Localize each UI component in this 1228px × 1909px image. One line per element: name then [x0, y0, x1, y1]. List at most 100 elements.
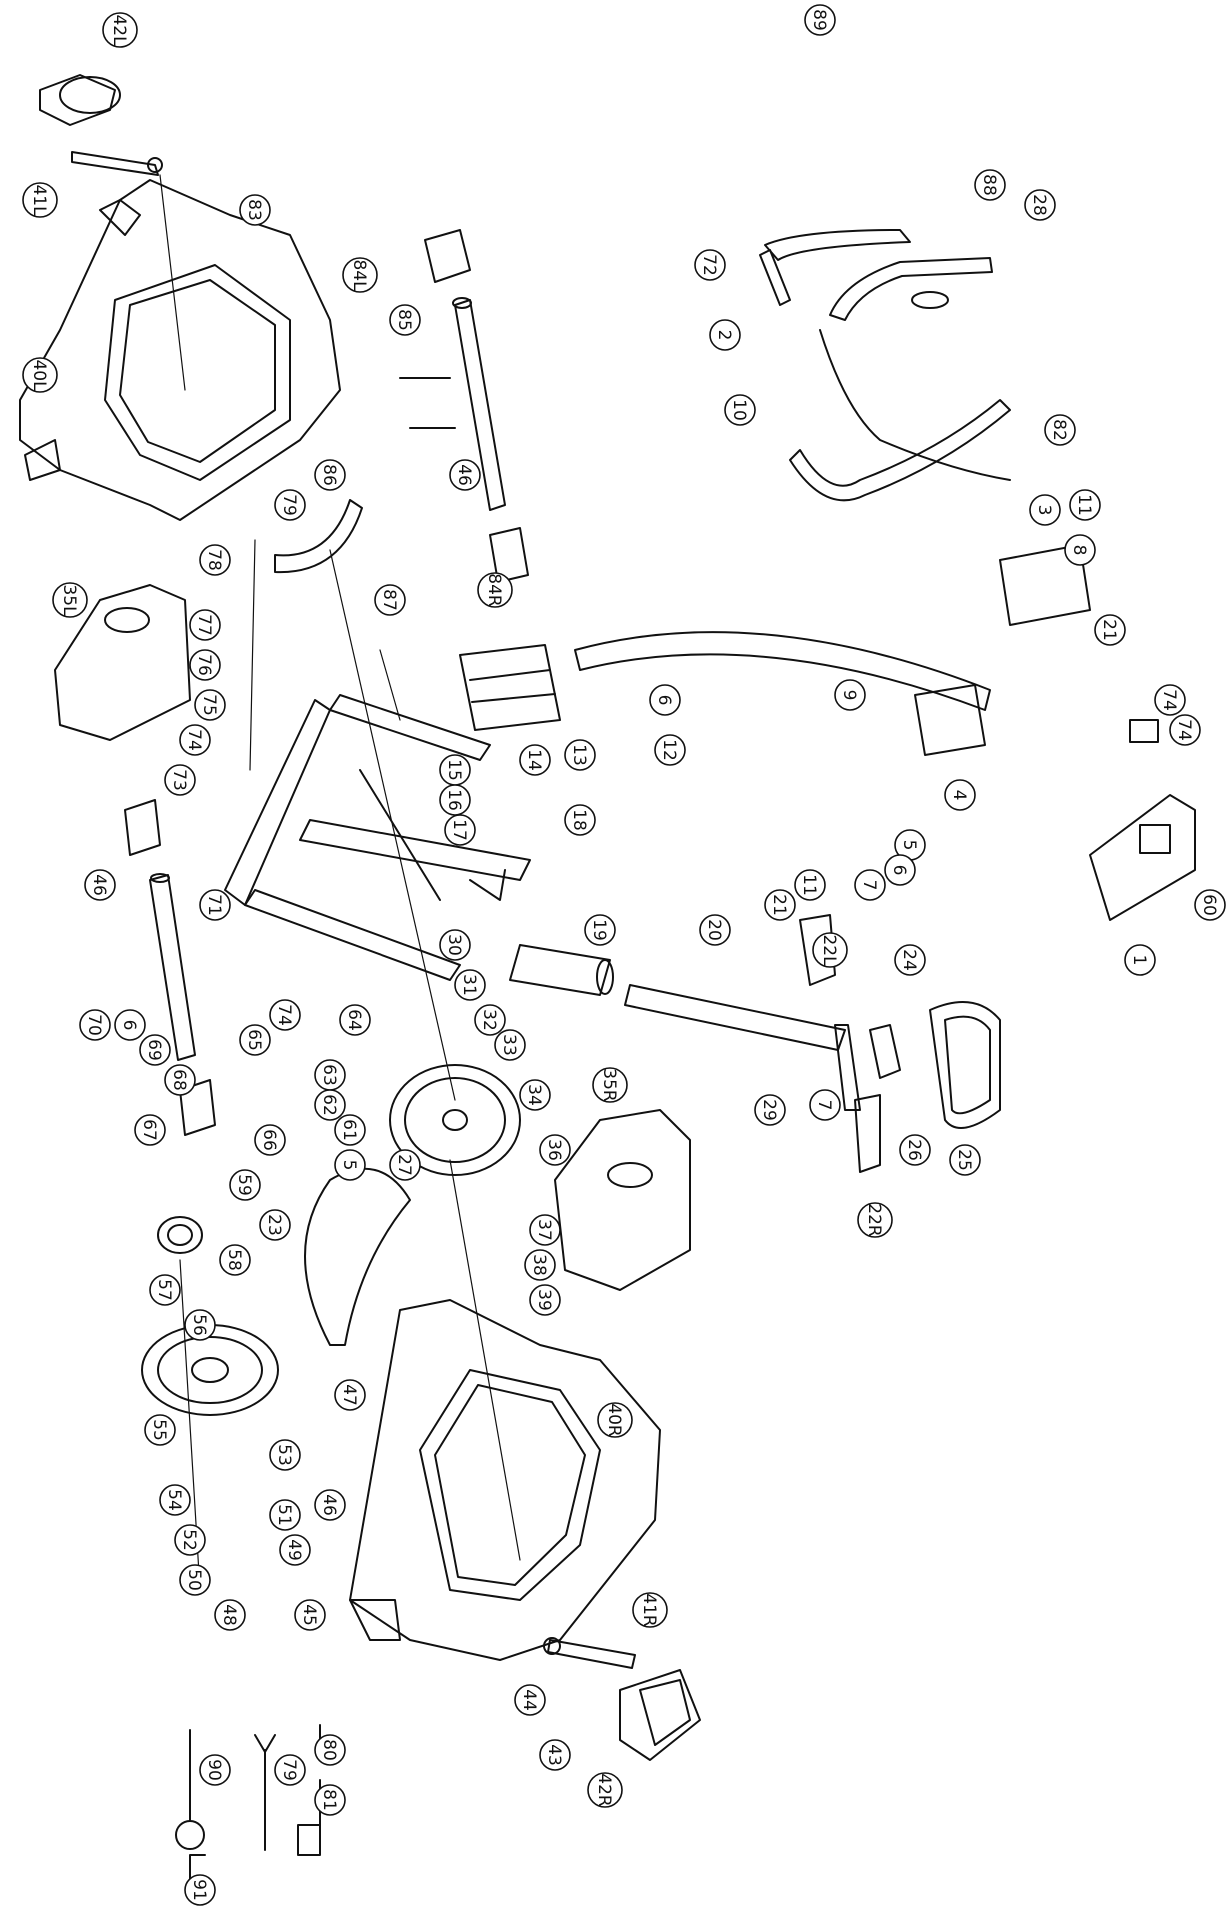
- cap-84R: [489, 527, 529, 583]
- callout-circle: [159, 1484, 191, 1516]
- part-callout: 79: [274, 489, 306, 521]
- part-number-label: 59: [234, 1174, 254, 1196]
- callout-circle: [1064, 534, 1096, 566]
- part-number-label: 71: [204, 894, 224, 916]
- clamp-22L: [799, 914, 836, 986]
- callout-circle: [809, 1089, 841, 1121]
- callout-circle: [254, 1124, 286, 1156]
- callout-circle: [274, 1754, 306, 1786]
- callout-circle: [189, 609, 221, 641]
- part-callout: 15: [439, 754, 471, 786]
- part-number-label: 72: [699, 254, 719, 276]
- part-number-label: 55: [149, 1419, 169, 1441]
- part-number-label: 42L: [109, 14, 129, 46]
- part-callout: 20: [699, 914, 731, 946]
- part-number-label: 19: [589, 919, 609, 941]
- part-callout: 53: [269, 1439, 301, 1471]
- part-callout: 26: [899, 1134, 931, 1166]
- cap-67: [179, 1079, 216, 1136]
- part-number-label: 83: [244, 199, 264, 221]
- part-number-label: 46: [319, 1494, 339, 1516]
- part-callout: 22R: [857, 1202, 893, 1238]
- part-number-label: 80: [319, 1739, 339, 1761]
- part-number-label: 45: [299, 1604, 319, 1626]
- part-number-label: 11: [1074, 494, 1094, 516]
- callout-circle: [1194, 889, 1226, 921]
- part-callout: 48: [214, 1599, 246, 1631]
- callout-circle: [857, 1202, 893, 1238]
- part-number-label: 31: [459, 974, 479, 996]
- part-callout: 54: [159, 1484, 191, 1516]
- part-number-label: 88: [979, 174, 999, 196]
- part-callout: 39: [529, 1284, 561, 1316]
- part-callout: 8: [1064, 534, 1096, 566]
- part-number-label: 91: [189, 1879, 209, 1901]
- part-callout: 7: [809, 1089, 841, 1121]
- part-number-label: 67: [139, 1119, 159, 1141]
- part-number-label: 40R: [604, 1403, 624, 1437]
- part-callout: 81: [314, 1784, 346, 1816]
- part-callout: 59: [229, 1169, 261, 1201]
- callout-circle: [1044, 414, 1076, 446]
- part-callout: 23: [259, 1209, 291, 1241]
- part-number-label: 77: [194, 614, 214, 636]
- part-number-label: 79: [279, 494, 299, 516]
- part-callout: 19: [584, 914, 616, 946]
- part-number-label: 65: [244, 1029, 264, 1051]
- cap-84L: [424, 229, 471, 283]
- callout-circle: [174, 1524, 206, 1556]
- part-number-label: 70: [84, 1014, 104, 1036]
- part-number-label: 33: [499, 1034, 519, 1056]
- callout-circle: [884, 854, 916, 886]
- part-number-label: 87: [379, 589, 399, 611]
- tool-81: [297, 1779, 321, 1856]
- part-number-label: 50: [184, 1569, 204, 1591]
- part-number-label: 82: [1049, 419, 1069, 441]
- callout-circle: [102, 12, 138, 48]
- callout-circle: [539, 1739, 571, 1771]
- callout-circle: [564, 739, 596, 771]
- part-callout: 4: [944, 779, 976, 811]
- callout-circle: [184, 1874, 216, 1906]
- flywheel-34: [389, 1064, 521, 1176]
- part-number-label: 47: [339, 1384, 359, 1406]
- right-side-cover-40R: [349, 1299, 661, 1661]
- callout-circle: [219, 1244, 251, 1276]
- callout-circle: [944, 779, 976, 811]
- part-callout: 40L: [22, 357, 58, 393]
- part-callout: 41L: [22, 182, 58, 218]
- callout-circle: [389, 304, 421, 336]
- callout-circle: [529, 1284, 561, 1316]
- part-number-label: 66: [259, 1129, 279, 1151]
- part-number-label: 81: [319, 1789, 339, 1811]
- part-number-label: 25: [954, 1149, 974, 1171]
- callout-circle: [239, 194, 271, 226]
- callout-circle: [229, 1169, 261, 1201]
- part-number-label: 49: [284, 1539, 304, 1561]
- chain-cover-35R: [554, 1109, 691, 1291]
- callout-circle: [804, 4, 836, 36]
- part-callout: 47: [334, 1379, 366, 1411]
- part-number-label: 7: [859, 880, 879, 891]
- callout-circle: [239, 1024, 271, 1056]
- part-callout: 78: [199, 544, 231, 576]
- callout-circle: [439, 784, 471, 816]
- callout-circle: [699, 914, 731, 946]
- callout-circle: [1124, 944, 1156, 976]
- part-callout: 14: [519, 744, 551, 776]
- part-callout: 5: [334, 1149, 366, 1181]
- part-number-label: 74: [274, 1004, 294, 1026]
- callout-circle: [519, 1079, 551, 1111]
- part-number-label: 6: [889, 865, 909, 876]
- part-number-label: 84R: [484, 573, 504, 607]
- callout-circle: [754, 1094, 786, 1126]
- callout-circle: [592, 1067, 628, 1103]
- callout-circle: [1154, 684, 1186, 716]
- seat-clamp-24: [869, 1024, 901, 1079]
- callout-circle: [314, 1089, 346, 1121]
- part-number-label: 57: [154, 1279, 174, 1301]
- part-callout: 34: [519, 1079, 551, 1111]
- part-callout: 27: [389, 1149, 421, 1181]
- part-callout: 70: [79, 1009, 111, 1041]
- callout-circle: [854, 869, 886, 901]
